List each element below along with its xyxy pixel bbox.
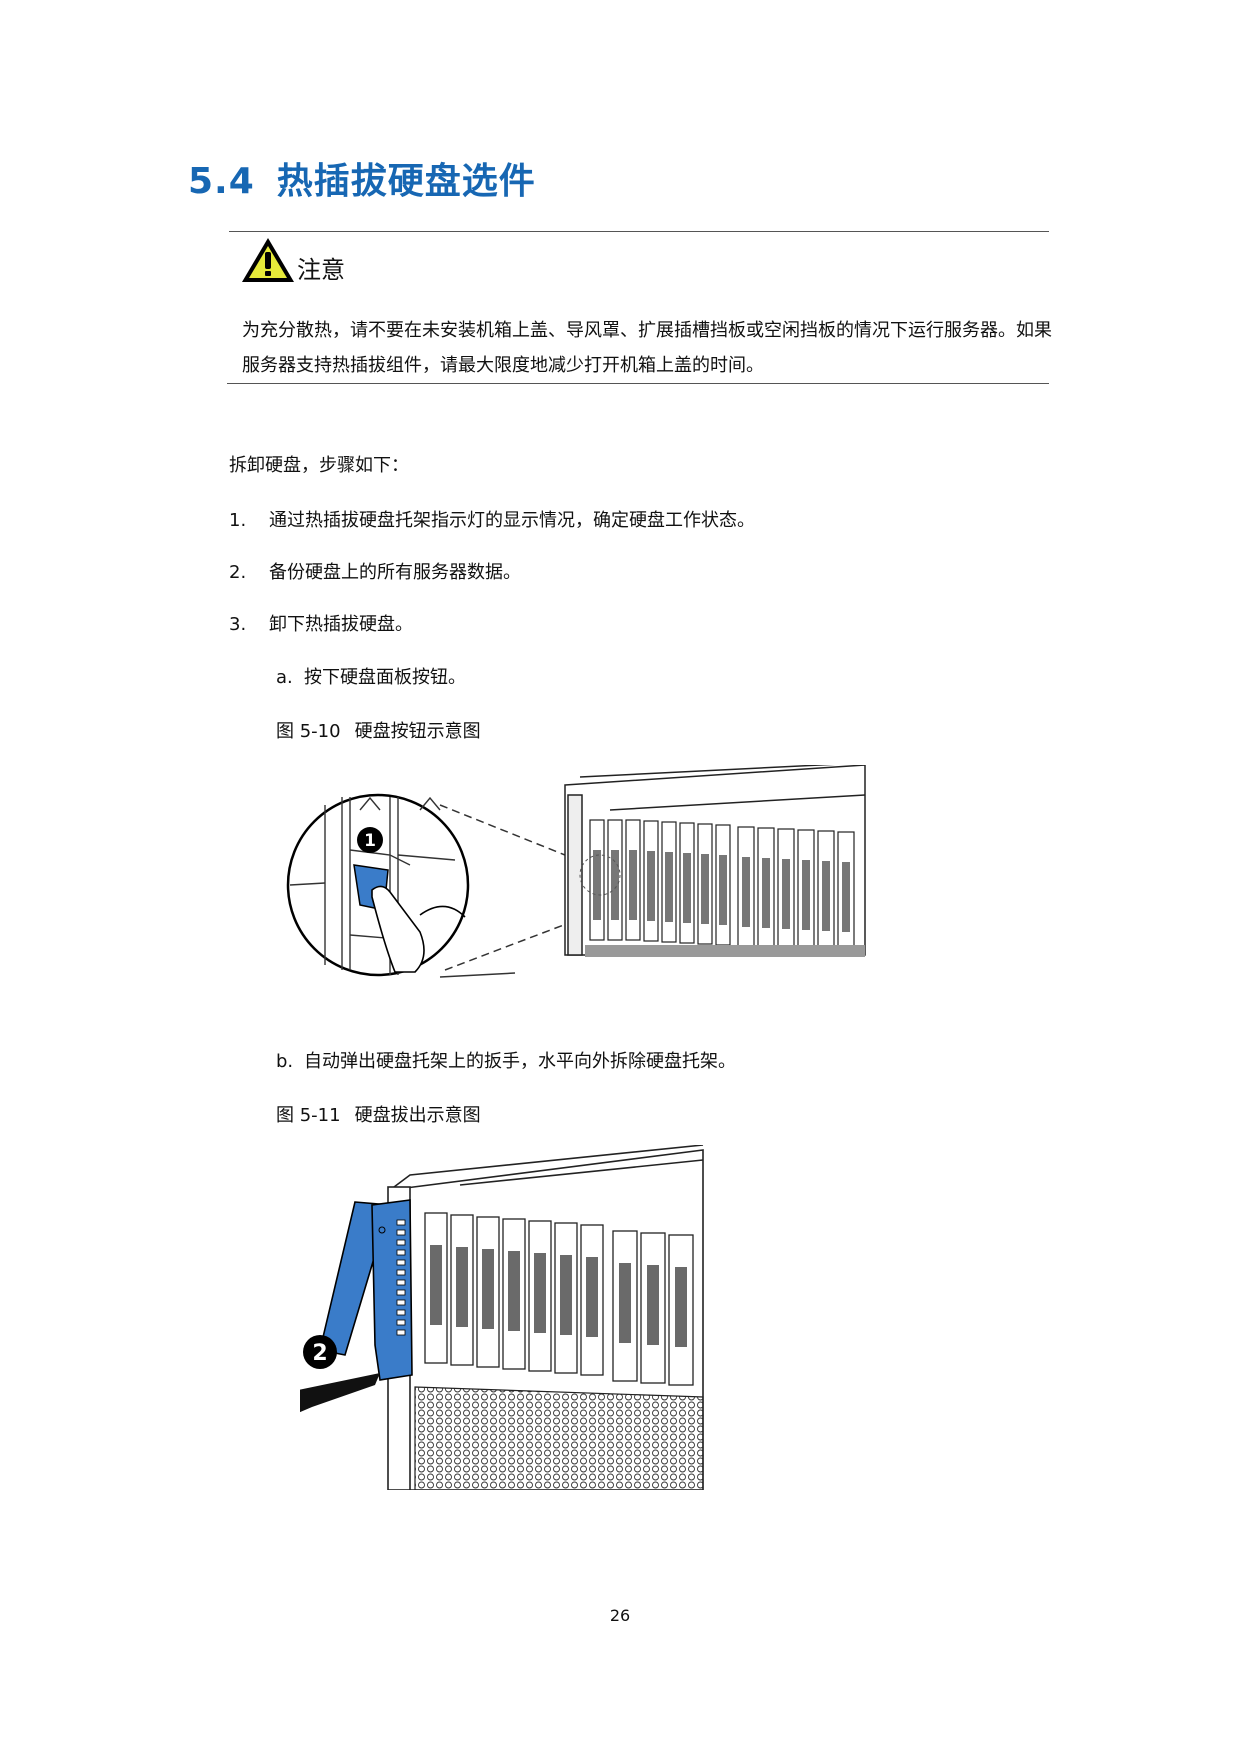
warning-triangle-icon <box>240 236 296 284</box>
step-text: 备份硬盘上的所有服务器数据。 <box>269 562 521 583</box>
figure-hdd-removal-illustration: 2 <box>300 1145 710 1490</box>
figure-hdd-button-illustration: 1 <box>280 765 880 985</box>
step-number: 1. <box>229 510 247 531</box>
figure-title: 硬盘拔出示意图 <box>354 1105 481 1126</box>
notice-label: 注意 <box>297 256 345 284</box>
section-heading: 5.4 热插拔硬盘选件 <box>188 160 536 204</box>
step-item: 2. 备份硬盘上的所有服务器数据。 <box>229 560 521 586</box>
svg-text:2: 2 <box>312 1341 327 1366</box>
section-number: 5.4 <box>188 161 255 202</box>
figure-number: 图 5-11 <box>276 1105 341 1126</box>
substep-item: a. 按下硬盘面板按钮。 <box>276 665 466 691</box>
step-item: 3. 卸下热插拔硬盘。 <box>229 612 413 638</box>
figure-title: 硬盘按钮示意图 <box>354 721 481 742</box>
notice-bottom-rule <box>227 383 1049 384</box>
notice-text: 为充分散热，请不要在未安装机箱上盖、导风罩、扩展插槽挡板或空闲挡板的情况下运行服… <box>242 320 1052 376</box>
notice-top-rule <box>229 231 1049 232</box>
substep-letter: b. <box>276 1051 294 1072</box>
section-title: 热插拔硬盘选件 <box>276 161 536 202</box>
step-text: 通过热插拔硬盘托架指示灯的显示情况，确定硬盘工作状态。 <box>269 510 755 531</box>
step-number: 3. <box>229 614 247 635</box>
substep-text: 按下硬盘面板按钮。 <box>304 667 466 688</box>
step-item: 1. 通过热插拔硬盘托架指示灯的显示情况，确定硬盘工作状态。 <box>229 508 755 534</box>
figure-number: 图 5-10 <box>276 721 341 742</box>
substep-letter: a. <box>276 667 293 688</box>
step-number: 2. <box>229 562 247 583</box>
procedure-intro: 拆卸硬盘，步骤如下： <box>229 455 409 476</box>
figure-caption: 图 5-10 硬盘按钮示意图 <box>276 719 481 745</box>
figure-caption: 图 5-11 硬盘拔出示意图 <box>276 1103 481 1129</box>
step-text: 卸下热插拔硬盘。 <box>269 614 413 635</box>
substep-item: b. 自动弹出硬盘托架上的扳手，水平向外拆除硬盘托架。 <box>276 1049 736 1075</box>
page-number: 26 <box>609 1606 631 1625</box>
substep-text: 自动弹出硬盘托架上的扳手，水平向外拆除硬盘托架。 <box>304 1051 736 1072</box>
svg-text:1: 1 <box>364 831 376 851</box>
